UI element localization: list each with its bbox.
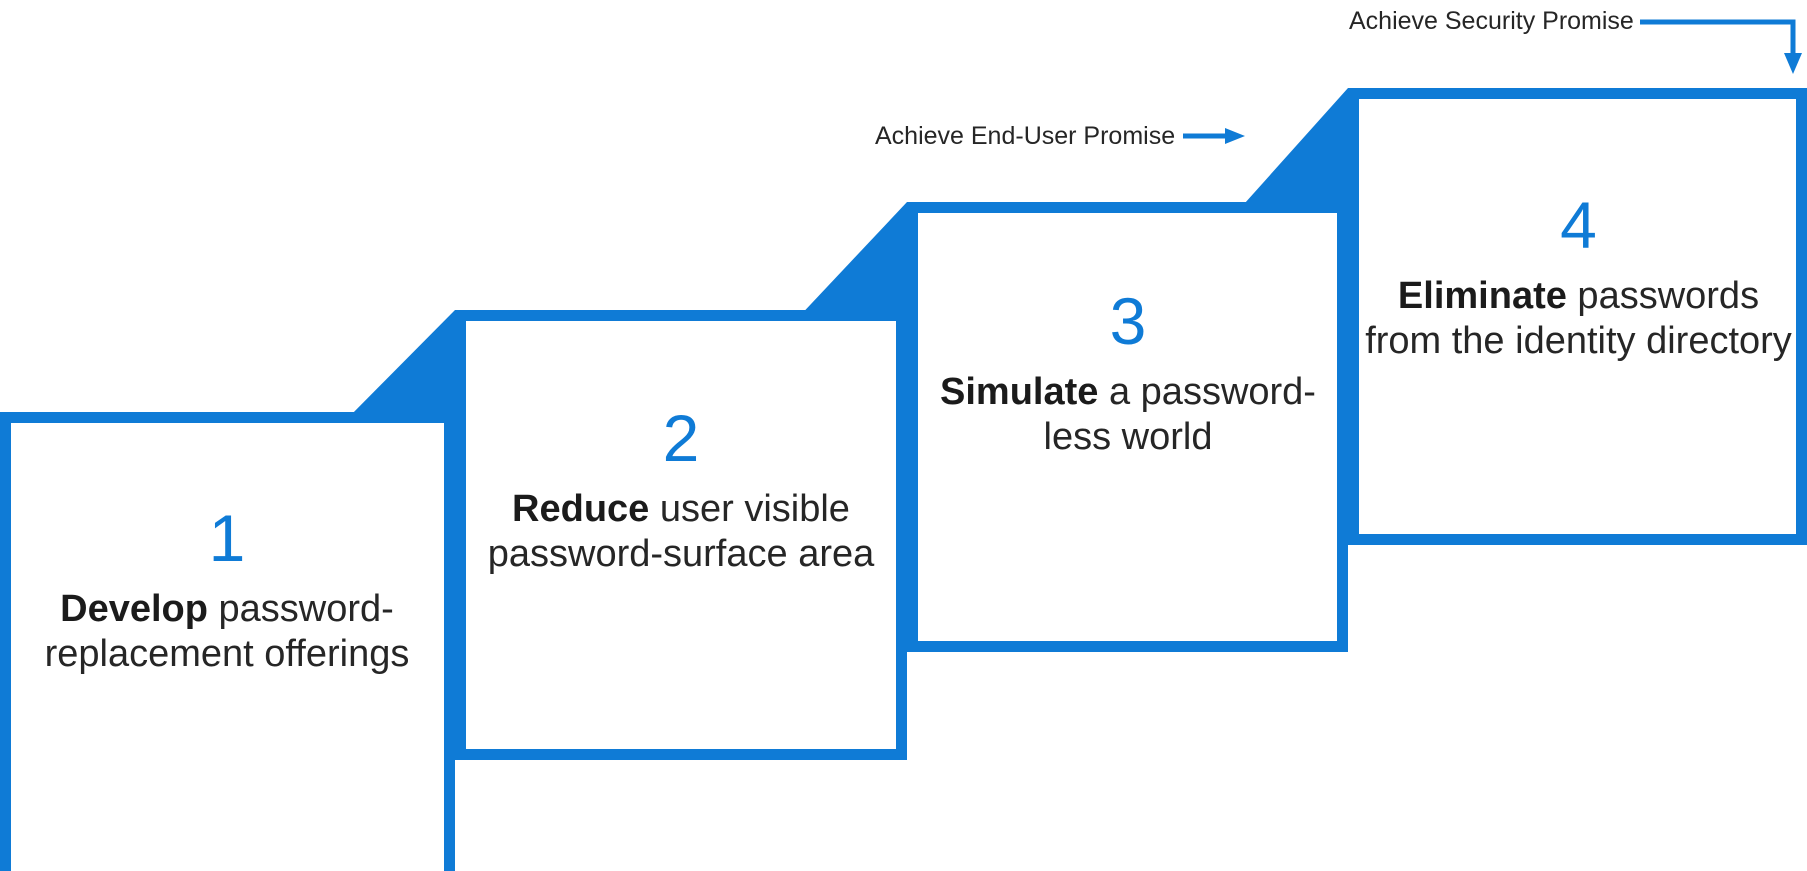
step-box-4[interactable] xyxy=(1348,88,1807,545)
security-promise-arrow-icon xyxy=(1640,19,1802,74)
step-box-1[interactable] xyxy=(0,412,455,871)
step-box-3[interactable] xyxy=(907,202,1348,652)
riser-1-to-2 xyxy=(343,310,455,423)
end-user-promise-label: Achieve End-User Promise xyxy=(875,122,1176,150)
end-user-promise-arrow-icon xyxy=(1183,128,1245,144)
security-promise-label: Achieve Security Promise xyxy=(1349,7,1634,35)
riser-2-to-3 xyxy=(795,202,907,321)
step-box-2[interactable] xyxy=(455,310,907,760)
riser-3-to-4 xyxy=(1236,88,1348,213)
